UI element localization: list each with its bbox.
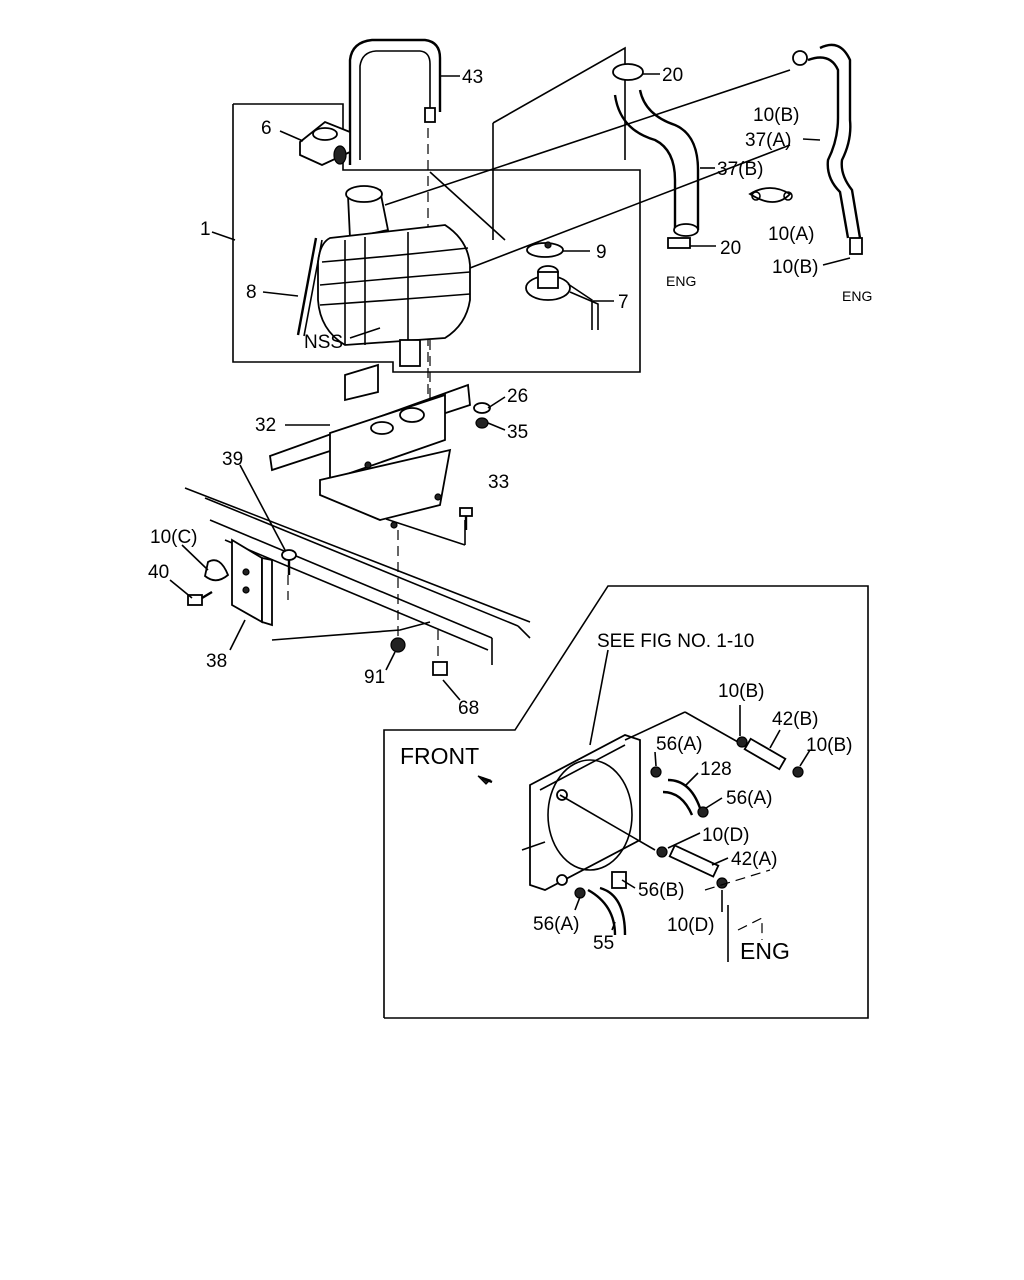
label-33: 33 xyxy=(488,472,509,493)
label-nss: NSS xyxy=(304,332,343,353)
label-56a-2: 56(A) xyxy=(726,788,772,809)
reservoir-tank xyxy=(317,185,471,367)
leader-lines-upper xyxy=(384,46,791,398)
bolt-39 xyxy=(281,549,297,575)
label-37a: 37(A) xyxy=(745,130,791,151)
hose-37a xyxy=(792,43,863,255)
strap-43 xyxy=(348,38,442,165)
label-39: 39 xyxy=(222,449,243,470)
label-38: 38 xyxy=(206,651,227,672)
nuts-91-68 xyxy=(390,630,448,676)
label-eng-2: ENG xyxy=(842,288,872,304)
label-leaders xyxy=(169,73,851,931)
radiator-group-outline xyxy=(383,585,869,1019)
label-8: 8 xyxy=(246,282,257,303)
clamp-10c xyxy=(187,559,230,606)
label-91: 91 xyxy=(364,667,385,688)
label-26: 26 xyxy=(507,386,528,407)
label-10c: 10(C) xyxy=(150,527,198,548)
label-42b: 42(B) xyxy=(772,709,818,730)
label-10a: 10(A) xyxy=(768,224,814,245)
cap-6 xyxy=(299,120,351,166)
label-6: 6 xyxy=(261,118,272,139)
oring-9 xyxy=(526,242,564,258)
front-arrow-icon xyxy=(477,775,493,785)
radiator xyxy=(521,649,739,891)
label-10b-r1: 10(B) xyxy=(718,681,764,702)
label-front: FRONT xyxy=(400,743,479,769)
bracket-32 xyxy=(269,363,471,529)
leader-lines-middle xyxy=(385,518,466,640)
bracket-38 xyxy=(231,538,431,641)
label-37b: 37(B) xyxy=(717,159,763,180)
sensor-7 xyxy=(525,241,599,330)
part-labels: 43 20 10(B) 37(A) 37(B) 6 1 9 10(A) 20 E… xyxy=(148,65,872,964)
label-20-top: 20 xyxy=(662,65,683,86)
label-55: 55 xyxy=(593,933,614,954)
label-40: 40 xyxy=(148,562,169,583)
label-7: 7 xyxy=(618,292,629,313)
label-10b-mid: 10(B) xyxy=(772,257,818,278)
rod-8 xyxy=(296,237,323,337)
label-10d-2: 10(D) xyxy=(667,915,715,936)
label-9: 9 xyxy=(596,242,607,263)
label-35: 35 xyxy=(507,422,528,443)
label-56a-3: 56(A) xyxy=(533,914,579,935)
label-68: 68 xyxy=(458,698,479,719)
label-20-bottom: 20 xyxy=(720,238,741,259)
label-43: 43 xyxy=(462,67,483,88)
washers-26-35 xyxy=(473,402,491,429)
label-42a: 42(A) xyxy=(731,849,777,870)
label-1: 1 xyxy=(200,219,211,240)
label-eng-1: ENG xyxy=(666,273,696,289)
label-56a-1: 56(A) xyxy=(656,734,702,755)
radiator-hoses xyxy=(574,736,804,962)
label-10b-top: 10(B) xyxy=(753,105,799,126)
clamp-10a xyxy=(748,187,793,203)
label-eng-3: ENG xyxy=(740,938,790,964)
frame-rail xyxy=(184,487,531,665)
label-32: 32 xyxy=(255,415,276,436)
label-128: 128 xyxy=(700,759,732,780)
reservoir-group-outline xyxy=(232,103,641,373)
label-see-fig: SEE FIG NO. 1-10 xyxy=(597,631,754,652)
hose-37b xyxy=(612,63,700,249)
label-10d-1: 10(D) xyxy=(702,825,750,846)
bolt-33 xyxy=(459,507,473,530)
label-56b: 56(B) xyxy=(638,880,684,901)
label-10b-r2: 10(B) xyxy=(806,735,852,756)
